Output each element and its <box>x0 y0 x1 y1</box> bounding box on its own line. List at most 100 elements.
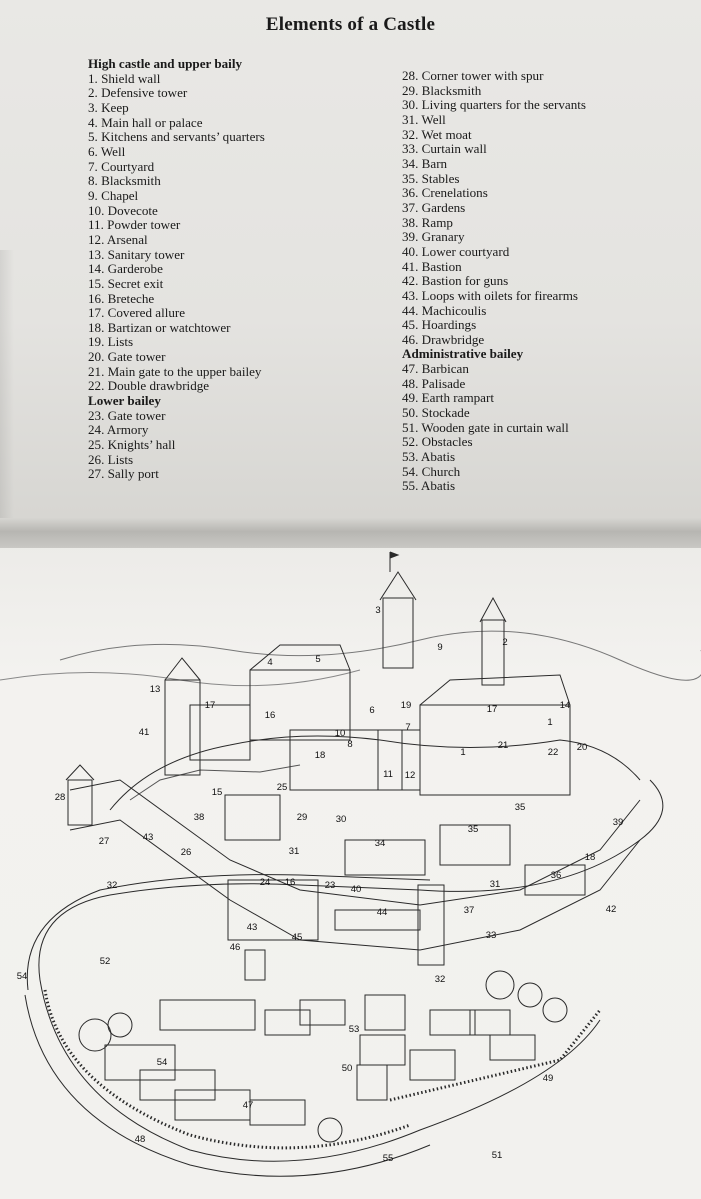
legend-item: 1. Shield wall <box>88 70 388 87</box>
legend-item-number: 38. <box>402 214 419 230</box>
legend-item-number: 41. <box>402 258 419 274</box>
knights-hall <box>224 794 281 841</box>
legend-item-label: Double drawbridge <box>104 378 210 394</box>
legend-item: 45. Hoardings <box>402 317 692 333</box>
covered-allure <box>189 704 251 761</box>
callout-number: 50 <box>342 1063 353 1074</box>
callout-number: 27 <box>99 836 110 847</box>
legend-item-label: Well <box>418 111 446 127</box>
tree <box>107 1012 133 1038</box>
callout-number: 4 <box>267 657 272 668</box>
legend-item-number: 7. <box>88 158 98 174</box>
legend-item-number: 53. <box>402 449 419 465</box>
stockade <box>389 1009 602 1102</box>
callout-number: 38 <box>194 812 205 823</box>
legend-item-label: Gardens <box>418 199 466 215</box>
legend-item: 16. Breteche <box>88 291 388 307</box>
village-house <box>299 999 346 1026</box>
legend-item-label: Abatis <box>418 449 456 465</box>
callout-number: 16 <box>285 877 296 888</box>
granary <box>439 824 511 866</box>
callout-number: 53 <box>349 1024 360 1035</box>
legend-item-number: 8. <box>88 173 98 189</box>
palisade <box>43 989 411 1150</box>
legend-item: 6. Well <box>88 143 388 160</box>
legend-item: 34. Barn <box>402 156 692 172</box>
rocky-hill <box>109 735 641 811</box>
legend-item-number: 28. <box>402 68 419 83</box>
defensive-tower <box>481 619 505 686</box>
callout-number: 20 <box>577 742 588 753</box>
legend-item-label: Barbican <box>418 361 469 377</box>
legend-item: 5. Kitchens and servants’ quarters <box>88 129 388 145</box>
callout-number: 39 <box>613 817 624 828</box>
legend-item-label: Gate tower <box>104 407 166 423</box>
callout-number: 15 <box>212 787 223 798</box>
legend-item-number: 21. <box>88 363 105 379</box>
legend-item-number: 52. <box>402 434 419 450</box>
legend-item: 33. Curtain wall <box>402 141 692 157</box>
callout-number: 35 <box>468 824 479 835</box>
legend-item-number: 47. <box>402 361 419 377</box>
callout-number: 6 <box>369 705 374 716</box>
hills-background <box>59 630 701 681</box>
legend-item: 49. Earth rampart <box>402 391 692 406</box>
callout-number: 37 <box>464 905 475 916</box>
legend-item-number: 44. <box>402 302 419 318</box>
callout-number: 40 <box>351 884 362 895</box>
legend-item-number: 45. <box>402 317 419 333</box>
callout-number: 2 <box>502 637 507 648</box>
village-house <box>139 1069 216 1101</box>
callout-number: 31 <box>490 879 501 890</box>
legend-item-label: Shield wall <box>97 70 161 86</box>
legend-item-label: Hoardings <box>418 317 477 333</box>
legend-item-label: Garderobe <box>104 261 163 277</box>
earth-rampart <box>26 874 431 991</box>
callout-number: 9 <box>437 642 442 653</box>
legend-item-number: 29. <box>402 82 419 98</box>
legend-item: 48. Palisade <box>402 376 692 392</box>
legend-item-label: Arsenal <box>104 231 148 247</box>
legend-item: 52. Obstacles <box>402 435 692 450</box>
legend-item-label: Bartizan or watchtower <box>104 319 231 335</box>
village-house <box>264 1009 311 1036</box>
legend-item-label: Lists <box>104 334 134 350</box>
callout-number: 23 <box>325 880 336 891</box>
wooden-gate <box>356 1064 388 1101</box>
callout-number: 54 <box>17 971 28 982</box>
legend-item: 25. Knights’ hall <box>88 437 388 453</box>
legend-item: 51. Wooden gate in curtain wall <box>402 420 692 436</box>
village-house <box>249 1099 306 1126</box>
legend-item-label: Drawbridge <box>418 331 485 347</box>
legend-item-label: Bastion for guns <box>418 273 509 289</box>
legend-item-number: 2. <box>88 85 98 101</box>
stables <box>524 864 586 896</box>
keep-roof <box>379 571 417 601</box>
callout-number: 55 <box>383 1153 394 1164</box>
lower-curtain-wall <box>69 779 641 906</box>
legend-item: 2. Defensive tower <box>88 85 388 101</box>
callout-number: 32 <box>107 880 118 891</box>
legend-item: 18. Bartizan or watchtower <box>88 319 388 336</box>
legend-item: 44. Machicoulis <box>402 302 692 319</box>
corner-tower <box>67 779 93 826</box>
legend-item-number: 15. <box>88 275 105 291</box>
legend-item: 29. Blacksmith <box>402 82 692 99</box>
legend-item-label: Well <box>97 143 126 159</box>
legend-item: 27. Sally port <box>88 467 388 482</box>
upper-page <box>0 0 701 532</box>
lower-page <box>0 540 701 1199</box>
legend-item-number: 1. <box>88 70 98 86</box>
village-house <box>489 1034 536 1061</box>
legend-item-number: 26. <box>88 451 105 467</box>
legend-item: 22. Double drawbridge <box>88 379 388 394</box>
legend-item-number: 33. <box>402 141 419 157</box>
callout-number: 19 <box>401 700 412 711</box>
tree <box>317 1117 343 1143</box>
armory <box>227 879 319 941</box>
legend-item: 40. Lower courtyard <box>402 244 692 260</box>
legend-item: 23. Gate tower <box>88 407 388 424</box>
callout-number: 12 <box>405 770 416 781</box>
legend-item-number: 5. <box>88 129 98 145</box>
